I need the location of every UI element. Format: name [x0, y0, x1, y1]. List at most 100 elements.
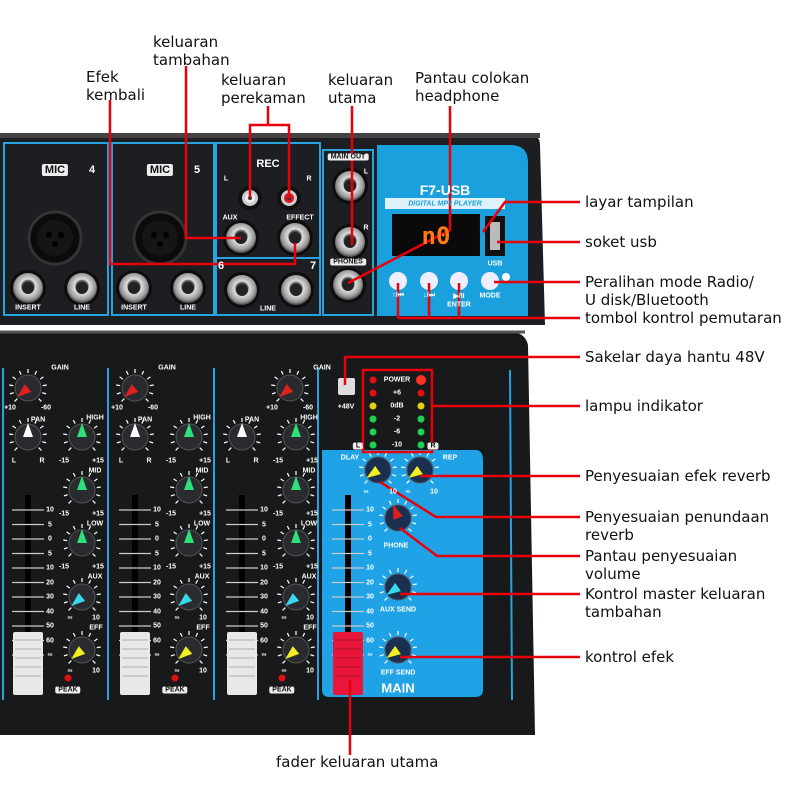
ch1-mid-knob[interactable] — [63, 471, 101, 504]
phones-jack[interactable] — [330, 267, 366, 303]
delay-knob[interactable] — [359, 451, 397, 484]
dlay-label: DLAY — [340, 454, 360, 462]
ten-label: 10 — [199, 667, 207, 675]
eq-min-label: -15 — [272, 510, 284, 518]
ch1-mid-knob-pointer — [77, 476, 87, 490]
ch1-low-knob[interactable] — [63, 524, 101, 557]
ch1-gain-knob[interactable] — [9, 369, 47, 402]
annotation-main-out: keluaran — [328, 71, 394, 89]
annotation-aux-master: tambahan — [585, 603, 662, 621]
ch2-mid-knob-pointer — [184, 476, 194, 490]
meter-label: 0dB — [390, 402, 404, 410]
eff-send-label: EFF SEND — [380, 669, 416, 677]
ch2-mid-knob[interactable] — [170, 471, 208, 504]
ch3-aux-knob[interactable] — [277, 578, 315, 611]
ch3-mid-label: MID — [302, 467, 316, 475]
pan-r-label: R — [39, 457, 45, 465]
fader-scale-label: 60 — [366, 637, 374, 644]
effect-return-jack[interactable] — [277, 220, 313, 256]
fader-scale-label: 30 — [260, 593, 268, 601]
eq-min-label: -15 — [58, 510, 70, 518]
insert-label: INSERT — [121, 304, 147, 312]
meter-led-l — [369, 402, 377, 410]
delay-knob-pointer — [366, 465, 381, 479]
annotation-playback: tombol kontrol pemutaran — [585, 309, 782, 327]
xlr-input-ch4[interactable] — [27, 210, 83, 266]
fader-scale-label: 5 — [262, 521, 266, 528]
main-r-label: R — [363, 224, 369, 232]
mode-button[interactable] — [481, 272, 499, 290]
button-label-2: ▶/II — [453, 293, 465, 300]
line-jack-ch5[interactable] — [170, 270, 206, 306]
ch6-label: 6 — [217, 260, 225, 272]
ch2-low-knob[interactable] — [170, 524, 208, 557]
ch3-fader[interactable] — [226, 495, 258, 695]
ch3-mid-knob[interactable] — [277, 471, 315, 504]
insert-jack-ch5[interactable] — [116, 270, 152, 306]
rec-label: REC — [256, 158, 280, 170]
ten-label: 10 — [92, 614, 100, 622]
prev-button[interactable] — [389, 272, 407, 290]
ch3-high-knob-pointer — [291, 423, 301, 437]
ch2-fader[interactable] — [119, 495, 151, 695]
line-jack-ch4[interactable] — [64, 270, 100, 306]
display-value: n0 — [421, 222, 451, 250]
ch2-pan-knob[interactable] — [116, 418, 154, 451]
ch1-high-knob[interactable] — [63, 418, 101, 451]
xlr-input-ch5[interactable] — [132, 210, 188, 266]
fader-scale-label: 10 — [260, 564, 268, 572]
fader-scale-label: 20 — [366, 579, 374, 586]
ch2-high-knob[interactable] — [170, 418, 208, 451]
ch7-label: 7 — [309, 260, 317, 272]
ch2-gain-knob[interactable] — [116, 369, 154, 402]
phone-volume-knob[interactable] — [379, 499, 417, 532]
ch1-fader[interactable] — [12, 495, 44, 695]
meter-label: POWER — [383, 376, 411, 384]
fader-scale-label: 40 — [366, 608, 374, 615]
phone-label: PHONE — [383, 542, 409, 550]
eff-send-knob[interactable] — [379, 631, 417, 664]
main-fader[interactable] — [332, 495, 364, 695]
ch3-high-knob[interactable] — [277, 418, 315, 451]
aux-send-label: AUX SEND — [379, 606, 417, 614]
ch1-eff-knob-pointer — [71, 646, 86, 659]
fader-scale-label: 10 — [366, 506, 374, 514]
fader-scale-label: 5 — [368, 550, 372, 557]
main-out-l-jack[interactable] — [332, 168, 368, 204]
ch2-eff-knob[interactable] — [170, 631, 208, 664]
inf-label: ∞ — [174, 667, 180, 675]
effect-label: EFFECT — [286, 214, 314, 222]
ch3-eff-knob[interactable] — [277, 631, 315, 664]
ch3-peak-label: PEAK — [269, 686, 295, 694]
ch2-aux-knob[interactable] — [170, 578, 208, 611]
annotation-usb: soket usb — [585, 233, 657, 251]
ch1-high-label: HIGH — [86, 414, 104, 422]
ch1-aux-knob[interactable] — [63, 578, 101, 611]
fader-scale-label: 50 — [153, 622, 161, 630]
ch2-low-label: LOW — [193, 520, 211, 528]
insert-jack-ch4[interactable] — [10, 270, 46, 306]
main-label: MAIN — [381, 680, 415, 696]
ch3-gain-knob[interactable] — [271, 369, 309, 402]
ch1-eff-knob[interactable] — [63, 631, 101, 664]
eq-max-label: +15 — [92, 563, 104, 571]
line-jack-ch6[interactable] — [224, 272, 260, 308]
line-jack-ch7[interactable] — [278, 272, 314, 308]
pan-l-label: L — [225, 457, 231, 465]
main-out-label: MAIN OUT — [327, 153, 369, 161]
fader-scale-label: 40 — [153, 608, 161, 615]
fader-scale-label: 10 — [46, 506, 54, 514]
ch1-peak-led — [64, 674, 72, 682]
fader-scale-label: 50 — [260, 622, 268, 630]
next-button[interactable] — [420, 272, 438, 290]
ch3-low-knob[interactable] — [277, 524, 315, 557]
ch1-pan-knob[interactable] — [9, 418, 47, 451]
ch3-pan-knob[interactable] — [223, 418, 261, 451]
fader-scale-label: 0 — [262, 535, 266, 543]
fader-scale-label: 10 — [366, 564, 374, 572]
play-pause-button[interactable] — [450, 272, 468, 290]
ch1-aux-label: AUX — [87, 573, 103, 581]
ten-label: 10 — [389, 488, 397, 496]
meter-led-l — [369, 389, 377, 397]
annotation-phone-volume: Pantau penyesuaian — [585, 547, 738, 565]
